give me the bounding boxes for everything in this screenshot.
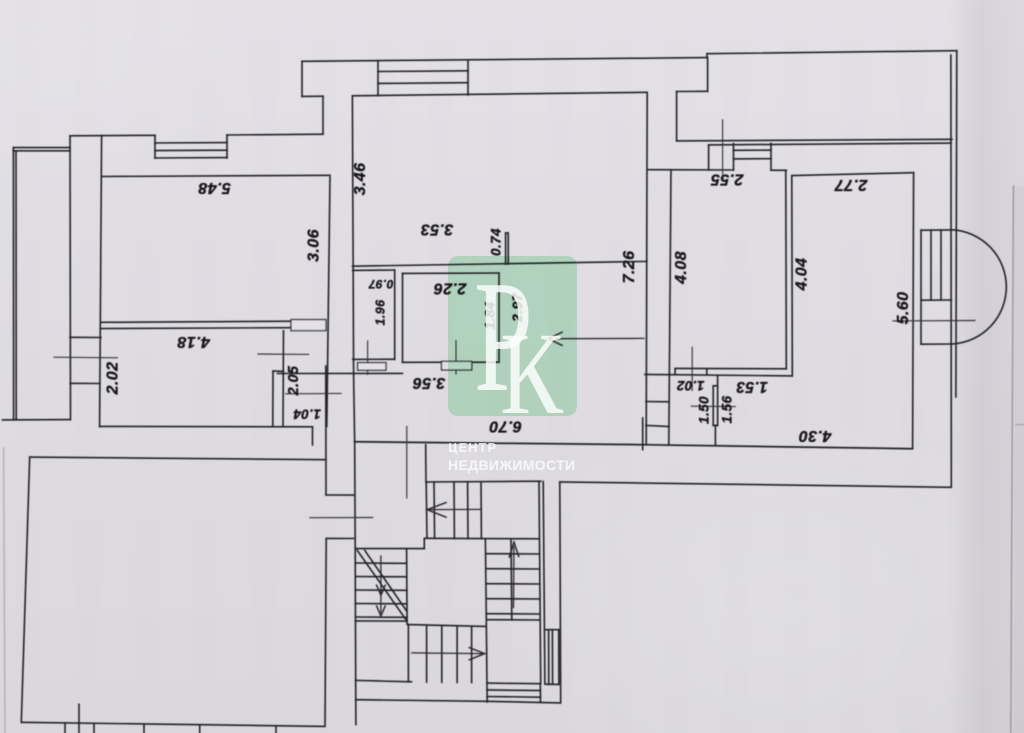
svg-text:0.97: 0.97 — [368, 277, 394, 291]
svg-text:1.96: 1.96 — [374, 299, 388, 326]
svg-text:1.02: 1.02 — [676, 378, 704, 393]
svg-text:3.46: 3.46 — [352, 163, 369, 196]
svg-text:2.55: 2.55 — [710, 170, 744, 187]
svg-text:3.53: 3.53 — [421, 220, 454, 237]
svg-text:2.02: 2.02 — [104, 362, 121, 396]
svg-text:1.50: 1.50 — [696, 396, 711, 424]
svg-text:0.74: 0.74 — [488, 228, 503, 256]
svg-text:7.26: 7.26 — [621, 251, 638, 284]
svg-text:4.04: 4.04 — [793, 258, 810, 292]
svg-text:2.77: 2.77 — [834, 176, 868, 193]
svg-text:2.05: 2.05 — [286, 365, 302, 396]
svg-text:1.53: 1.53 — [736, 378, 768, 395]
svg-text:4.08: 4.08 — [673, 251, 690, 285]
svg-text:1.56: 1.56 — [719, 395, 734, 423]
svg-text:3.56: 3.56 — [413, 374, 446, 391]
svg-text:1.04: 1.04 — [293, 407, 321, 422]
svg-text:5.48: 5.48 — [198, 179, 231, 196]
svg-text:6.70: 6.70 — [489, 417, 522, 434]
svg-text:3.06: 3.06 — [305, 229, 322, 262]
svg-text:5.60: 5.60 — [895, 292, 912, 325]
svg-text:4.30: 4.30 — [799, 427, 833, 444]
svg-text:4.18: 4.18 — [177, 333, 211, 350]
